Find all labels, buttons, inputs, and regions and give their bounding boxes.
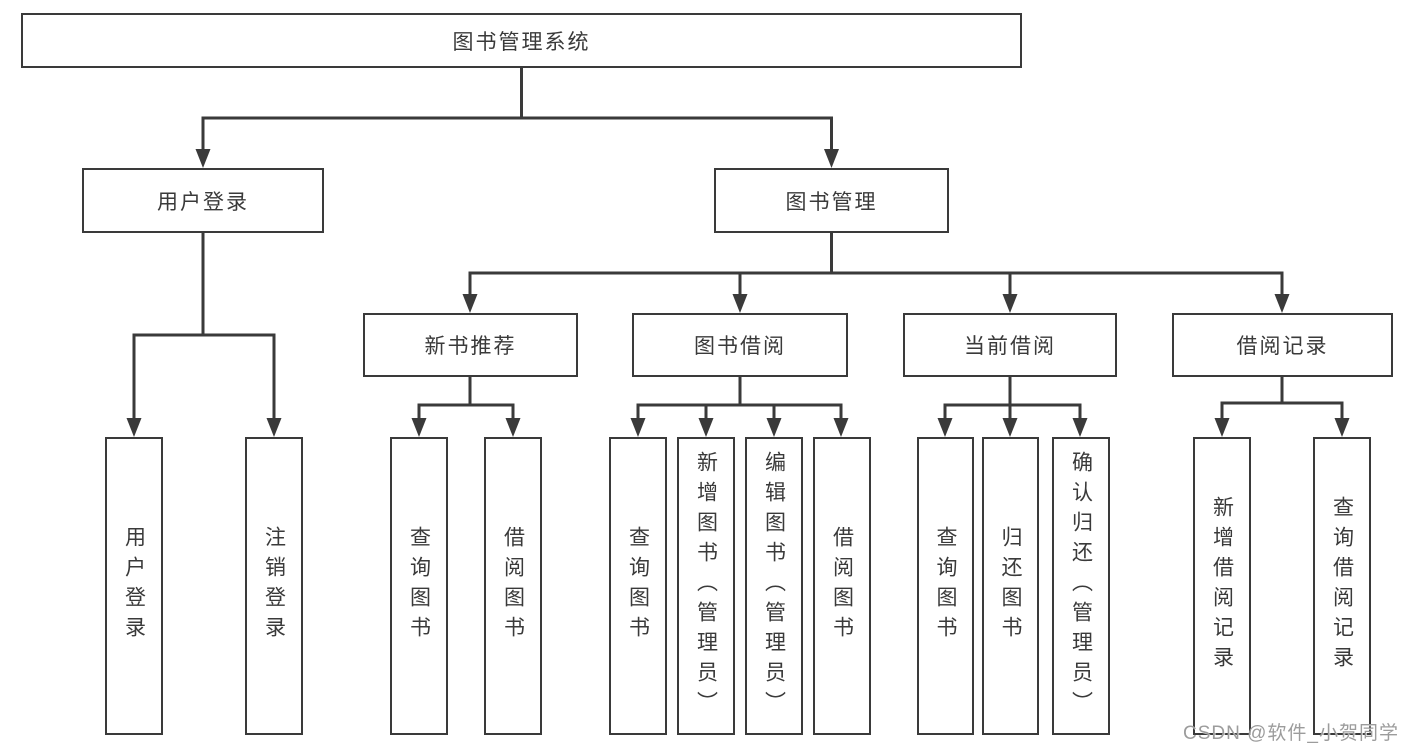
leaf-recommend-query-book: 查询图书 (390, 437, 448, 735)
leaf-records-add-record: 新增借阅记录 (1193, 437, 1251, 735)
leaf-current-return-book: 归还图书 (982, 437, 1039, 735)
leaf-current-query-book: 查询图书 (917, 437, 974, 735)
leaf-borrowing-add-book-admin: 新增图书（管理员） (677, 437, 735, 735)
leaf-recommend-borrow-book: 借阅图书 (484, 437, 542, 735)
node-user-login: 用户登录 (82, 168, 324, 233)
leaf-current-confirm-return-admin: 确认归还（管理员） (1052, 437, 1110, 735)
node-book-management: 图书管理 (714, 168, 949, 233)
leaf-borrowing-query-book: 查询图书 (609, 437, 667, 735)
node-current-borrowing: 当前借阅 (903, 313, 1117, 377)
leaf-borrowing-borrow-book: 借阅图书 (813, 437, 871, 735)
leaf-borrowing-edit-book-admin: 编辑图书（管理员） (745, 437, 803, 735)
leaf-logout: 注销登录 (245, 437, 303, 735)
node-new-book-recommend: 新书推荐 (363, 313, 578, 377)
node-borrow-records: 借阅记录 (1172, 313, 1393, 377)
csdn-watermark: CSDN @软件_小贺同学 (1183, 723, 1399, 744)
node-book-borrowing: 图书借阅 (632, 313, 848, 377)
leaf-user-login: 用户登录 (105, 437, 163, 735)
node-library-system: 图书管理系统 (21, 13, 1022, 68)
leaf-records-query-record: 查询借阅记录 (1313, 437, 1371, 735)
